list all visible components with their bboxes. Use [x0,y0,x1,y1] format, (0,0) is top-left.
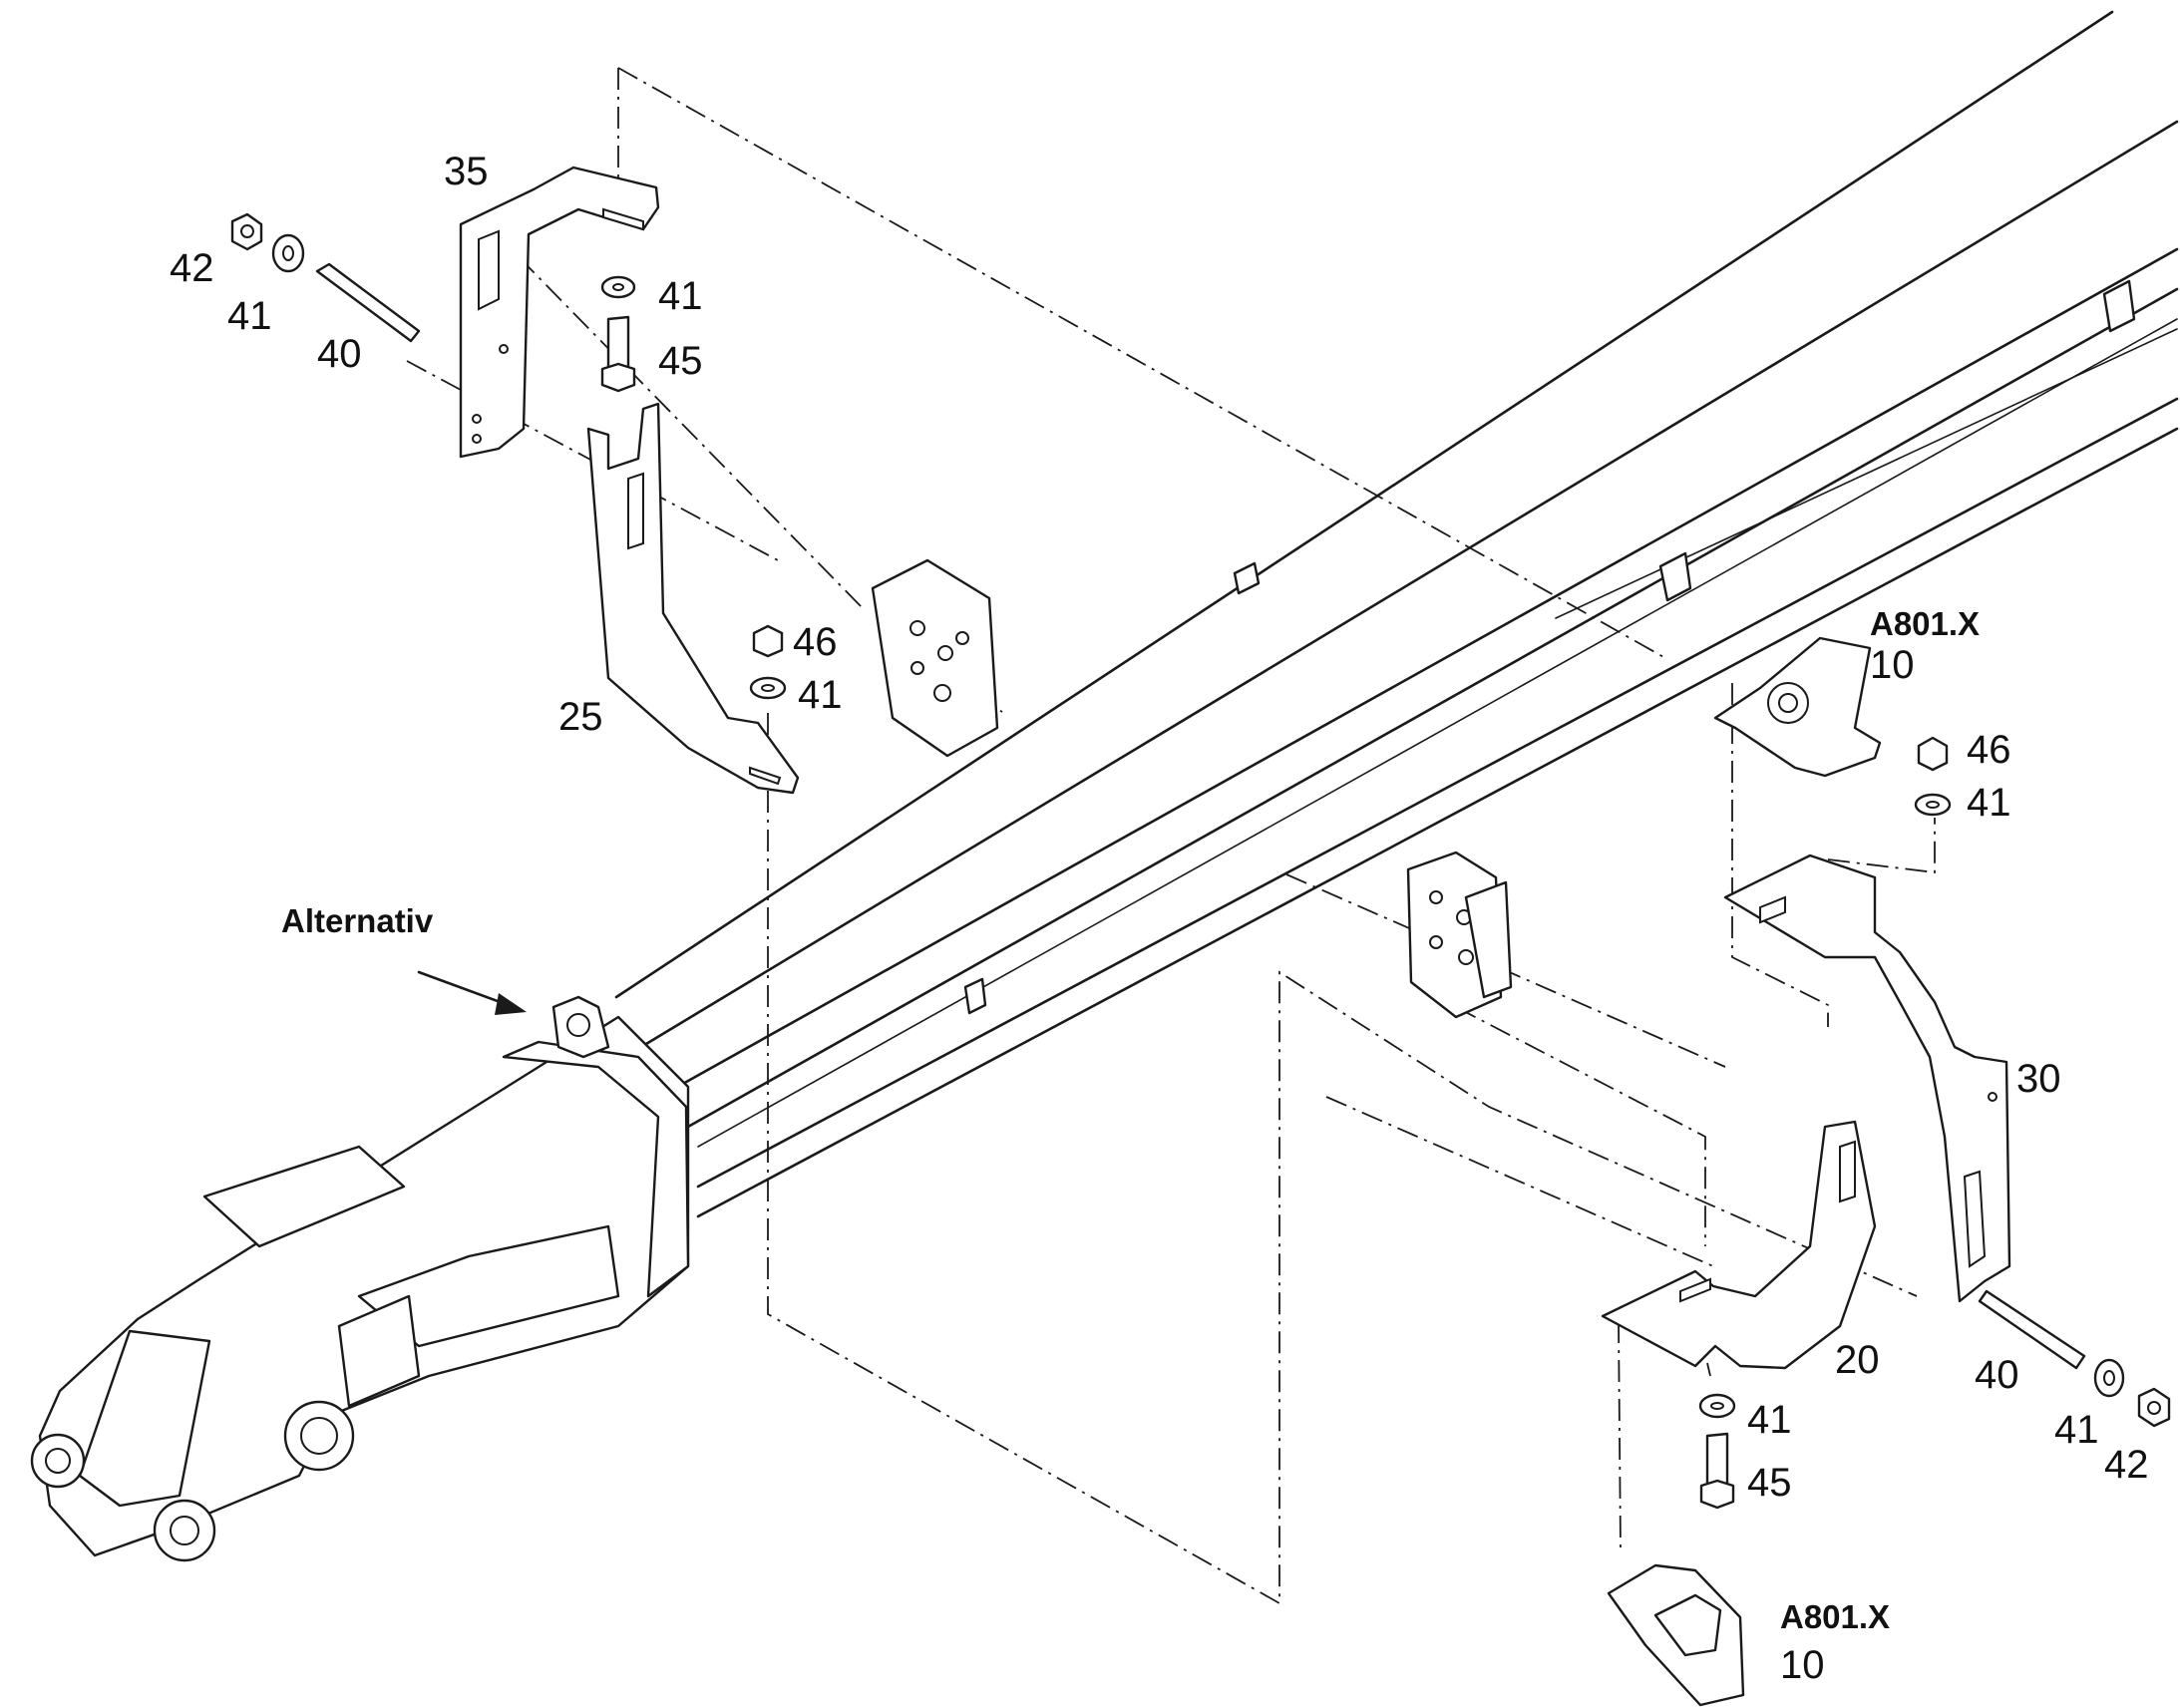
ref-a801-bottom: A801.X [1780,1598,1890,1635]
callout-41-mid: 41 [798,673,843,717]
callout-10-bottom: 10 [1780,1643,1825,1687]
callout-45-bottom: 45 [1747,1461,1792,1505]
bracket-part-30 [1723,854,2011,1303]
callout-30: 30 [2016,1057,2061,1101]
nut-46-right-icon [1917,736,1949,772]
callout-41-bottom-right: 41 [2054,1408,2099,1452]
callout-40-bottom: 40 [1975,1353,2019,1397]
callout-45-top: 45 [658,339,703,383]
callout-46-right: 46 [1967,728,2011,772]
manifold-block-lower [1406,851,1513,1019]
callout-42-top: 42 [170,246,214,290]
assembly-lines [406,67,1936,1605]
callout-40-top: 40 [317,332,362,376]
callout-10-top: 10 [1870,643,1915,687]
alternativ-label: Alternativ [281,902,434,939]
callout-41-top-right: 41 [658,274,703,318]
callout-41-bottom: 41 [1747,1398,1792,1442]
callout-labels: 35 42 41 40 41 45 46 41 25 Alternativ A8… [170,150,2149,1687]
callout-25: 25 [558,695,603,739]
callout-46-mid: 46 [793,620,838,664]
callout-35: 35 [444,150,489,193]
sensor-block-a801-top [1713,636,1882,778]
sensor-block-a801-bottom [1607,1563,1745,1707]
bracket-part-20 [1601,1120,1877,1370]
callout-41-top-left: 41 [227,294,272,338]
manifold-block-mid [871,558,999,758]
telescopic-boom [30,10,2179,1562]
bolt-45-bottom-icon [1705,1432,1729,1488]
bracket-part-35 [459,166,660,459]
nut-46-mid-icon [752,624,784,658]
callout-42-bottom: 42 [2104,1443,2149,1487]
bracket-part-25 [586,402,800,795]
hardware [230,212,2171,1510]
callout-20: 20 [1835,1338,1880,1382]
stud-40-bottom-icon [1978,1289,2086,1370]
stud-40-top-icon [315,262,421,343]
arrow-head-icon [495,993,527,1015]
ref-a801-top: A801.X [1870,605,1980,642]
bolt-45-top-icon [606,315,630,371]
callout-41-right: 41 [1967,781,2011,825]
